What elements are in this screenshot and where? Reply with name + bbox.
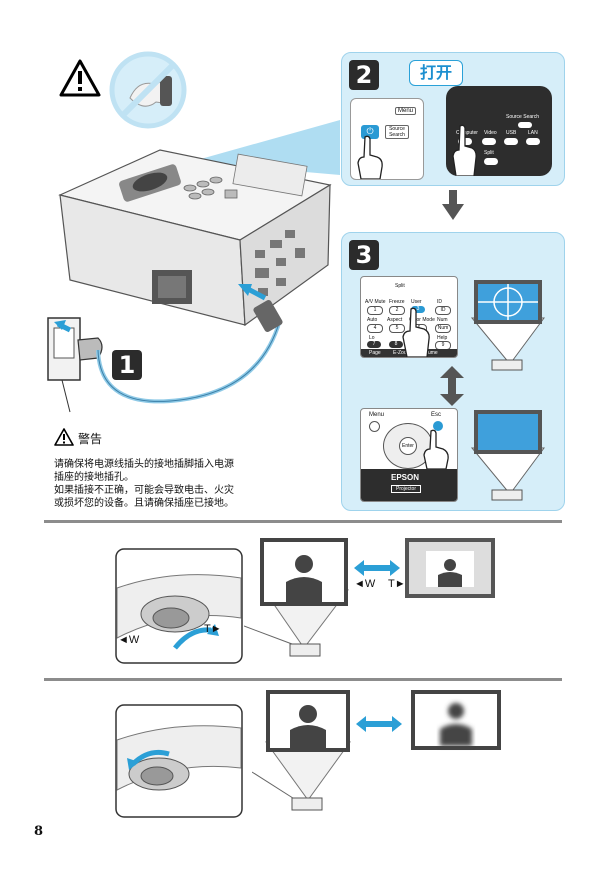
menu-button-label: Menu	[395, 107, 417, 115]
keypad-row1-label-2: Freeze	[389, 299, 405, 305]
projector-illustration	[58, 120, 340, 327]
epson-logo: EPSON	[391, 473, 420, 482]
keypad-key-1[interactable]: 1	[367, 306, 383, 315]
keypad-key-3[interactable]: 3	[411, 306, 425, 313]
keypad-row2-label-3: Color Mode	[409, 317, 435, 323]
usb-key[interactable]	[504, 138, 518, 145]
zoom-projection-tele	[405, 538, 495, 598]
pressing-finger-icon	[423, 429, 449, 469]
down-arrow-icon	[442, 190, 464, 220]
focus-projection-blurred	[411, 690, 501, 750]
zoom-t-label-2: T►	[388, 578, 406, 590]
split-label: Split	[395, 283, 405, 289]
keypad-key-2[interactable]: 2	[389, 306, 405, 315]
keypad-key-id[interactable]: ID	[435, 306, 451, 315]
warning-title: 警告	[78, 432, 103, 446]
enter-button[interactable]: Enter	[399, 437, 417, 455]
pressing-finger-icon	[357, 135, 383, 179]
projector-sub-label: Projector	[391, 485, 422, 493]
keypad-key-num[interactable]: Num	[435, 324, 451, 333]
power-outlet-and-cable	[47, 284, 283, 413]
double-arrow-icon	[356, 716, 402, 732]
volume-label: Volume	[421, 350, 438, 356]
usb-label: USB	[506, 130, 517, 136]
pressing-finger-icon	[452, 124, 477, 176]
caution-icon	[59, 59, 101, 97]
keypad-row1-label-1: A/V Mute	[365, 299, 386, 305]
page-number: 8	[34, 824, 44, 839]
warning-text: 请确保将电源线插头的接地插脚插入电源 插座的接地插孔。 如果插接不正确，可能会导…	[54, 458, 274, 510]
pressing-finger-icon	[402, 307, 430, 357]
remote-dpad: Menu Esc Enter EPSON Projector	[360, 408, 458, 502]
lan-label: LAN	[528, 130, 538, 136]
esc-button[interactable]	[433, 421, 443, 431]
up-down-arrow-icon	[440, 366, 464, 406]
remote-closeup-left: Menu ⏻ Source Search	[350, 98, 424, 180]
warning-line-4: 或损坏您的设备。且请确保插座已接地。	[54, 498, 234, 509]
zoom-projection-wide	[244, 538, 350, 657]
double-arrow-icon	[354, 560, 400, 576]
warning-line-2: 插座的接地插孔。	[54, 472, 134, 483]
split-key[interactable]	[484, 158, 498, 165]
warning-icon	[54, 428, 74, 446]
test-pattern-projection	[470, 280, 545, 371]
keypad-row3-label-4: Help	[437, 335, 448, 341]
step-1-badge: 1	[112, 350, 142, 380]
keypad-row2-label-1: Auto	[367, 317, 378, 323]
source-search-key[interactable]	[518, 122, 532, 128]
lan-key[interactable]	[526, 138, 540, 145]
step-3-badge: 3	[349, 240, 379, 270]
section-divider-2	[44, 678, 562, 681]
warning-line-1: 请确保将电源线插头的接地插脚插入电源	[54, 459, 234, 470]
source-search-button[interactable]: Source Search	[385, 125, 409, 139]
keypad-key-7[interactable]: 7	[367, 341, 381, 348]
video-label: Video	[484, 130, 497, 136]
blue-screen-projection	[470, 410, 545, 501]
keypad-row1-label-3: User	[411, 299, 422, 305]
video-key[interactable]	[482, 138, 496, 145]
page-label: Page	[369, 350, 381, 356]
keypad-row1-label-4: ID	[437, 299, 442, 305]
remote-closeup-right: Source Search Computer Video USB LAN Spl…	[446, 86, 552, 176]
step-2-badge: 2	[349, 60, 379, 90]
do-not-look-icon	[109, 51, 187, 129]
ezoom-label: E-Zoom	[393, 350, 411, 356]
remote-keypad: Split A/V Mute Freeze User ID 1 2 3 ID A…	[360, 276, 458, 358]
keypad-row3-label-1: Lo	[369, 335, 375, 341]
section-divider	[44, 520, 562, 523]
computer-label: Computer	[456, 130, 478, 136]
zoom-w-label-2: ◄W	[354, 578, 376, 590]
focus-projection-sharp	[252, 690, 351, 811]
turn-on-callout: 打开	[409, 60, 463, 86]
zoom-w-label: ◄W	[118, 634, 140, 646]
keypad-row2-label-2: Aspect	[387, 317, 403, 323]
esc-label: Esc	[431, 412, 442, 418]
menu-label: Menu	[369, 412, 385, 418]
keypad-key-5[interactable]: 5	[389, 324, 405, 333]
split-label: Split	[484, 150, 494, 156]
source-search-label: Source Search	[506, 114, 540, 120]
keypad-row2-label-4: Num	[437, 317, 448, 323]
focus-ring-closeup	[115, 704, 243, 818]
menu-button[interactable]	[369, 421, 380, 432]
warning-line-3: 如果插接不正确，可能会导致电击、火灾	[54, 485, 234, 496]
keypad-key-8[interactable]: 8	[389, 341, 403, 348]
zoom-t-label: T►	[204, 623, 222, 635]
power-button[interactable]: ⏻	[361, 125, 379, 139]
keypad-key-4[interactable]: 4	[367, 324, 383, 333]
zoom-ring-closeup	[115, 548, 243, 664]
